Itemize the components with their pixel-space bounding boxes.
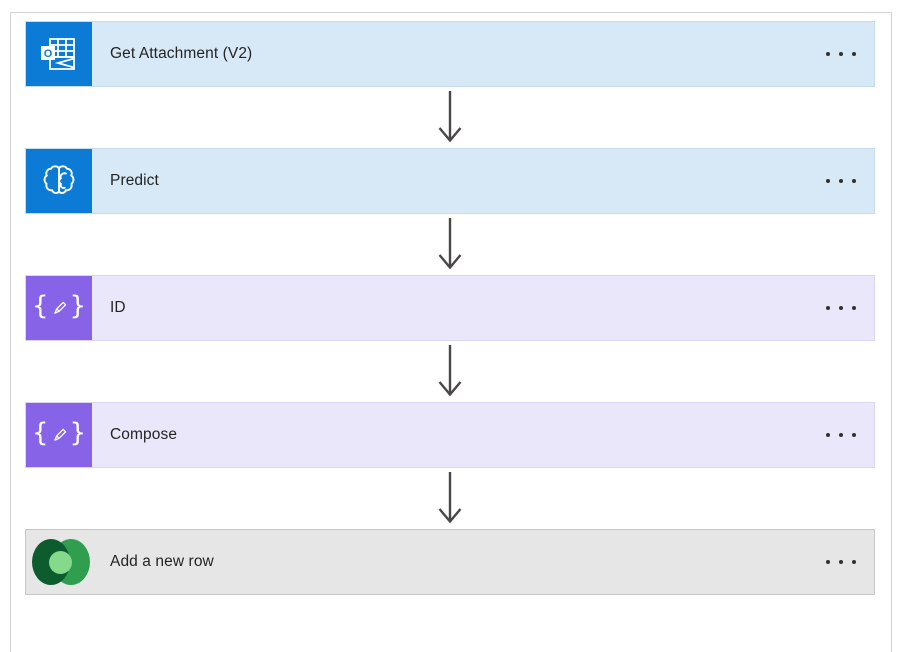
down-arrow-icon xyxy=(438,471,462,523)
step-title: Compose xyxy=(110,426,178,443)
ai-builder-brain-icon xyxy=(26,149,92,213)
step-menu-button[interactable] xyxy=(812,22,874,86)
flow-designer-canvas: O Get Attachment (V2) xyxy=(10,12,892,652)
step-title: Add a new row xyxy=(110,553,214,570)
ellipsis-dot xyxy=(852,560,856,564)
compose-braces-pencil-icon: { } xyxy=(26,403,92,467)
ellipsis-dot xyxy=(826,52,830,56)
ellipsis-dot xyxy=(839,433,843,437)
ellipsis-dot xyxy=(852,306,856,310)
ellipsis-dot xyxy=(839,179,843,183)
brace-left: { xyxy=(31,291,49,321)
ellipsis-dot xyxy=(826,179,830,183)
down-arrow-icon xyxy=(438,344,462,396)
dataverse-icon xyxy=(32,536,90,588)
brace-right: } xyxy=(69,418,87,448)
flow-step-compose[interactable]: { } Compose xyxy=(25,402,875,468)
flow-step-list: O Get Attachment (V2) xyxy=(11,13,875,595)
ellipsis-dot xyxy=(839,306,843,310)
connector-arrow xyxy=(25,468,875,529)
brace-left: { xyxy=(31,418,49,448)
outlook-letter: O xyxy=(44,48,53,60)
pencil-icon xyxy=(53,301,66,314)
connector-arrow xyxy=(25,214,875,275)
outlook-icon: O xyxy=(26,22,92,86)
compose-braces-pencil-icon: { } xyxy=(26,276,92,340)
down-arrow-icon xyxy=(438,90,462,142)
down-arrow-icon xyxy=(438,217,462,269)
brace-right: } xyxy=(69,291,87,321)
ellipsis-dot xyxy=(826,433,830,437)
flow-step-add-a-new-row[interactable]: Add a new row xyxy=(25,529,875,595)
pencil-icon xyxy=(53,428,66,441)
ellipsis-dot xyxy=(852,179,856,183)
step-menu-button[interactable] xyxy=(812,276,874,340)
ellipsis-dot xyxy=(826,306,830,310)
ellipsis-dot xyxy=(839,52,843,56)
step-title: Predict xyxy=(110,172,159,189)
flow-step-get-attachment[interactable]: O Get Attachment (V2) xyxy=(25,21,875,87)
ellipsis-dot xyxy=(826,560,830,564)
step-menu-button[interactable] xyxy=(812,403,874,467)
ellipsis-dot xyxy=(839,560,843,564)
dataverse-icon-center-circle xyxy=(49,551,72,574)
ellipsis-dot xyxy=(852,433,856,437)
connector-arrow xyxy=(25,87,875,148)
ellipsis-dot xyxy=(852,52,856,56)
step-menu-button[interactable] xyxy=(812,530,874,594)
connector-arrow xyxy=(25,341,875,402)
flow-step-predict[interactable]: Predict xyxy=(25,148,875,214)
step-menu-button[interactable] xyxy=(812,149,874,213)
step-title: Get Attachment (V2) xyxy=(110,45,253,62)
flow-step-id[interactable]: { } ID xyxy=(25,275,875,341)
step-title: ID xyxy=(110,299,126,316)
